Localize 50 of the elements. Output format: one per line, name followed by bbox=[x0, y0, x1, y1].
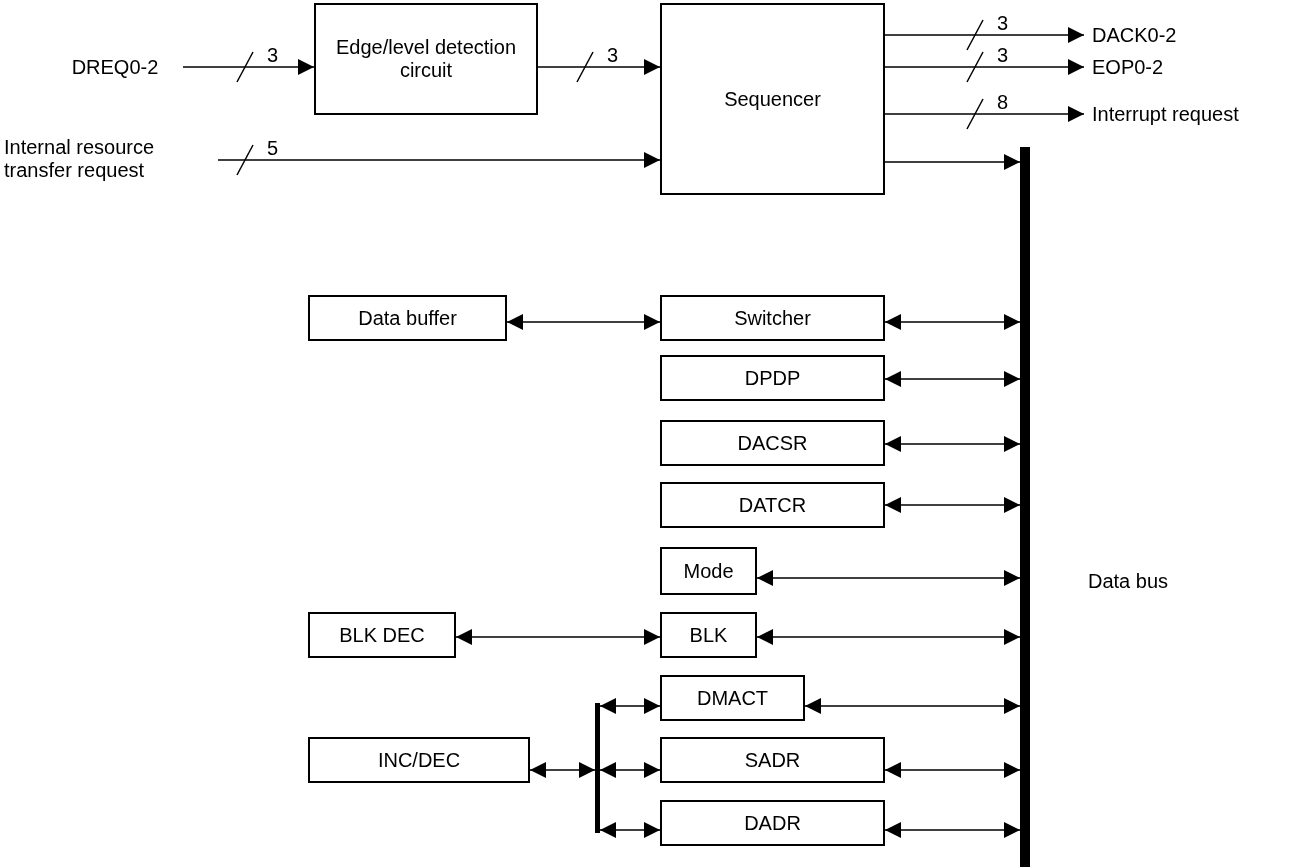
block-box: DPDP bbox=[660, 355, 885, 401]
arrow bbox=[756, 629, 1021, 645]
arrow bbox=[529, 762, 596, 778]
arrow bbox=[804, 698, 1021, 714]
arrow bbox=[884, 762, 1021, 778]
edge-label: 5 bbox=[267, 138, 279, 158]
arrow bbox=[884, 436, 1021, 452]
arrow bbox=[599, 762, 661, 778]
arrow bbox=[884, 106, 1085, 122]
block-box: Data buffer bbox=[308, 295, 507, 341]
arrow bbox=[884, 371, 1021, 387]
arrow bbox=[884, 497, 1021, 513]
block-box: BLK bbox=[660, 612, 757, 658]
arrow bbox=[182, 59, 315, 75]
signal-label: DACK0-2 bbox=[1092, 22, 1202, 48]
block-box: Edge/level detection circuit bbox=[314, 3, 538, 115]
arrow bbox=[455, 629, 661, 645]
signal-label: Internal resource transfer request bbox=[4, 134, 210, 184]
bus-bar bbox=[595, 703, 600, 833]
arrow bbox=[506, 314, 661, 330]
bus-bar bbox=[1020, 147, 1030, 867]
block-box: Sequencer bbox=[660, 3, 885, 195]
edge-label: 3 bbox=[607, 45, 619, 65]
block-box: Mode bbox=[660, 547, 757, 595]
block-box: DMACT bbox=[660, 675, 805, 721]
arrow bbox=[884, 822, 1021, 838]
bus-label: Data bus bbox=[1088, 569, 1169, 594]
arrow bbox=[537, 59, 661, 75]
arrow bbox=[884, 59, 1085, 75]
arrow bbox=[884, 27, 1085, 43]
arrow bbox=[599, 698, 661, 714]
arrow bbox=[884, 154, 1021, 170]
edge-label: 8 bbox=[997, 92, 1009, 112]
block-box: Switcher bbox=[660, 295, 885, 341]
arrow bbox=[756, 570, 1021, 586]
signal-label: Interrupt request bbox=[1092, 101, 1292, 127]
block-box: DACSR bbox=[660, 420, 885, 466]
block-box: BLK DEC bbox=[308, 612, 456, 658]
signal-label: EOP0-2 bbox=[1092, 54, 1192, 80]
edge-label: 3 bbox=[267, 45, 279, 65]
arrow bbox=[884, 314, 1021, 330]
block-box: SADR bbox=[660, 737, 885, 783]
edge-label: 3 bbox=[997, 45, 1009, 65]
block-box: DADR bbox=[660, 800, 885, 846]
signal-label: DREQ0-2 bbox=[55, 54, 175, 80]
edge-label: 3 bbox=[997, 13, 1009, 33]
arrow bbox=[599, 822, 661, 838]
arrow bbox=[217, 152, 661, 168]
block-box: INC/DEC bbox=[308, 737, 530, 783]
block-box: DATCR bbox=[660, 482, 885, 528]
